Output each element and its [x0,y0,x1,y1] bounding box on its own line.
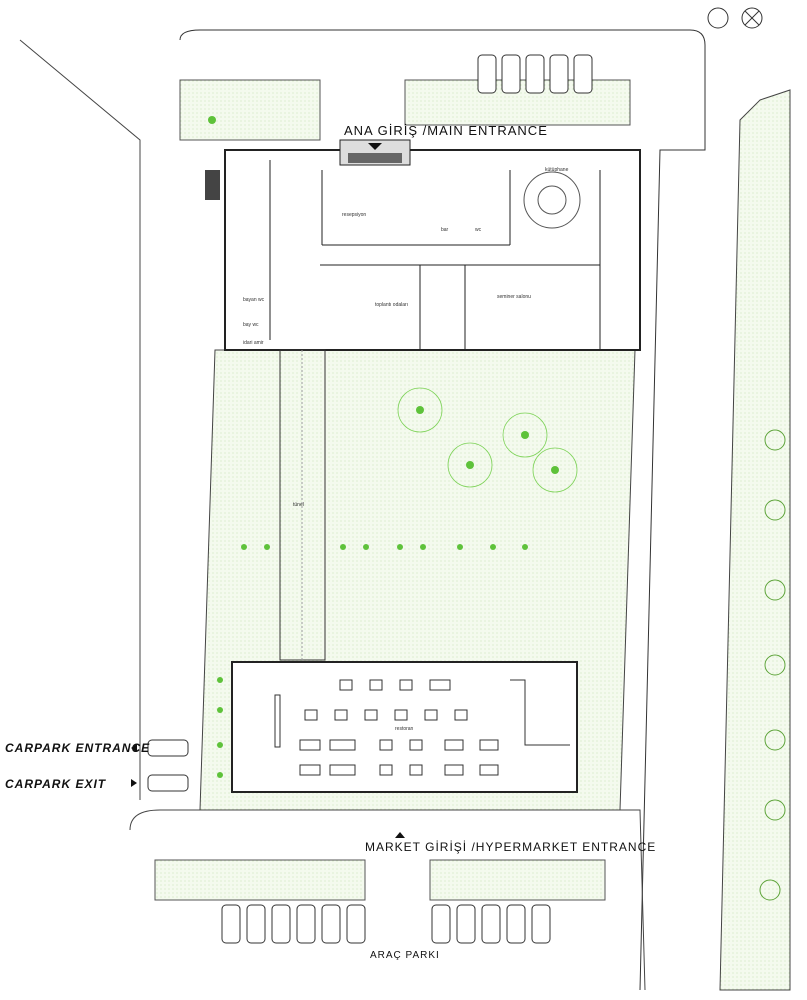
library-table [523,171,581,229]
road-edge-left [19,39,141,800]
stair [205,170,220,200]
room-library: kütüphane [545,167,569,173]
parked-cars [147,54,593,944]
room-ladies-wc: bayan wc [243,297,265,303]
trees-right [759,429,786,901]
market-entrance-label: MARKET GİRİŞİ /HYPERMARKET ENTRANCE [365,840,657,854]
site-boundary [179,29,706,991]
tree-canopies [397,387,578,493]
road-edge-bottom [129,809,646,991]
arrow-in-icon [131,744,137,752]
entrance-mat [348,153,402,163]
room-meeting: toplantı odaları [375,302,409,308]
carpark-exit-label: CARPARK EXIT [5,777,107,791]
restaurant-tables [274,679,570,776]
compass-icon [741,7,763,29]
north-arrow-icon [707,7,729,29]
room-mens-wc: bay wc [243,322,259,328]
main-building [224,149,641,351]
parking-green [154,859,366,901]
library-table-inner [537,185,567,215]
entrance-arrow-icon [368,143,382,150]
green-area [179,79,321,141]
parking-label: ARAÇ PARKI [370,950,440,961]
parking-green [429,859,606,901]
tunnel-label: tünel [293,502,304,508]
room-admin: idari amir [243,340,264,346]
room-wc: wc [475,227,482,233]
carpark-entrance-label: CARPARK ENTRANCE [5,741,151,755]
restaurant-building [231,661,578,793]
room-seminar: seminer salonu [497,294,531,300]
room-reception: resepsiyon [342,212,367,218]
room-restaurant: restoran [395,726,414,732]
market-arrow-icon [395,832,405,838]
green-strip-right [719,89,791,991]
main-entrance-label: ANA GİRİŞ /MAIN ENTRANCE [344,123,548,138]
trees [208,116,559,778]
room-bar: bar [441,227,449,233]
interior-walls [269,160,601,350]
arrow-out-icon [131,779,137,787]
